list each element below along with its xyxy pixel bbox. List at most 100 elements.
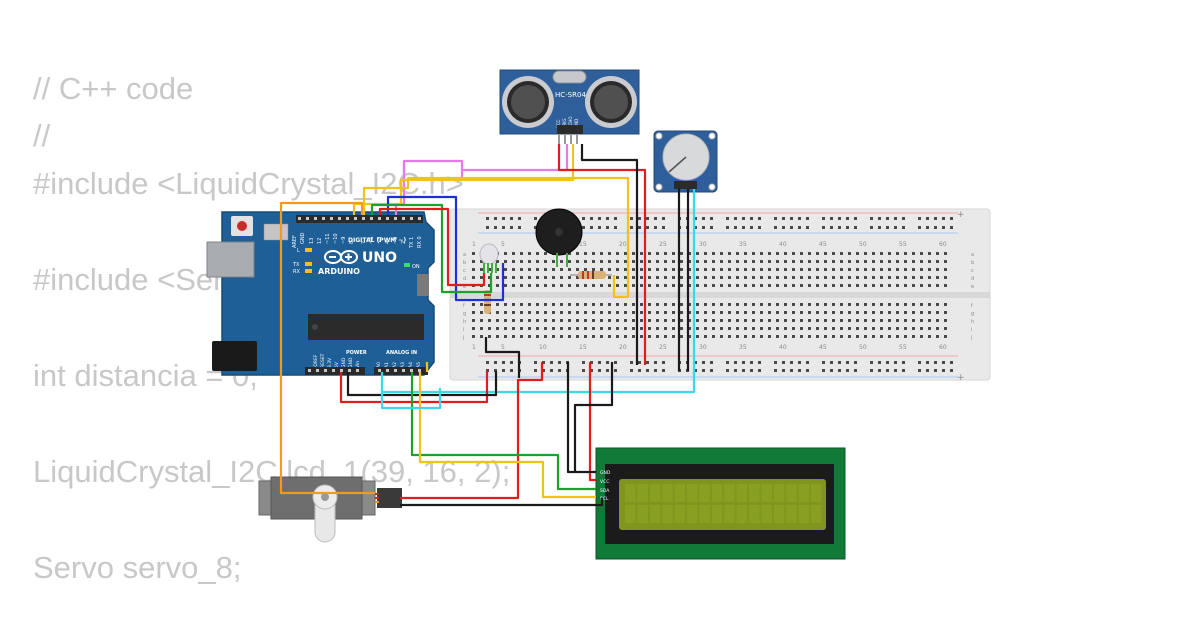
breadboard-hole[interactable]	[768, 303, 771, 306]
breadboard-hole[interactable]	[808, 276, 811, 279]
breadboard-hole[interactable]	[552, 335, 555, 338]
rail-hole[interactable]	[638, 217, 641, 220]
breadboard-hole[interactable]	[936, 284, 939, 287]
breadboard-hole[interactable]	[560, 327, 563, 330]
breadboard-hole[interactable]	[800, 335, 803, 338]
breadboard-hole[interactable]	[768, 335, 771, 338]
breadboard-hole[interactable]	[816, 252, 819, 255]
breadboard-hole[interactable]	[520, 276, 523, 279]
rail-hole[interactable]	[846, 226, 849, 229]
breadboard-hole[interactable]	[656, 327, 659, 330]
breadboard-hole[interactable]	[688, 276, 691, 279]
rail-hole[interactable]	[510, 217, 513, 220]
breadboard-hole[interactable]	[856, 260, 859, 263]
breadboard-hole[interactable]	[808, 311, 811, 314]
breadboard-hole[interactable]	[928, 335, 931, 338]
breadboard-hole[interactable]	[584, 268, 587, 271]
breadboard-hole[interactable]	[664, 311, 667, 314]
breadboard-hole[interactable]	[872, 319, 875, 322]
breadboard-hole[interactable]	[728, 284, 731, 287]
rail-hole[interactable]	[942, 369, 945, 372]
breadboard-hole[interactable]	[816, 303, 819, 306]
rail-hole[interactable]	[534, 226, 537, 229]
breadboard-hole[interactable]	[544, 260, 547, 263]
rail-hole[interactable]	[902, 217, 905, 220]
breadboard-hole[interactable]	[816, 319, 819, 322]
rail-hole[interactable]	[710, 226, 713, 229]
rail-hole[interactable]	[830, 361, 833, 364]
breadboard-hole[interactable]	[504, 311, 507, 314]
rail-hole[interactable]	[750, 226, 753, 229]
breadboard-hole[interactable]	[752, 276, 755, 279]
breadboard-hole[interactable]	[808, 260, 811, 263]
rail-hole[interactable]	[782, 217, 785, 220]
breadboard-hole[interactable]	[672, 319, 675, 322]
breadboard-hole[interactable]	[904, 303, 907, 306]
breadboard-hole[interactable]	[784, 268, 787, 271]
breadboard-hole[interactable]	[800, 276, 803, 279]
rail-hole[interactable]	[494, 361, 497, 364]
rail-hole[interactable]	[702, 369, 705, 372]
breadboard-hole[interactable]	[552, 260, 555, 263]
breadboard-hole[interactable]	[584, 319, 587, 322]
breadboard-hole[interactable]	[800, 319, 803, 322]
breadboard-hole[interactable]	[784, 260, 787, 263]
breadboard-hole[interactable]	[712, 303, 715, 306]
rail-hole[interactable]	[598, 226, 601, 229]
rail-hole[interactable]	[894, 226, 897, 229]
breadboard-hole[interactable]	[560, 276, 563, 279]
hc-sr04-pin-gnd[interactable]	[576, 134, 578, 144]
breadboard-hole[interactable]	[512, 303, 515, 306]
breadboard-hole[interactable]	[768, 284, 771, 287]
breadboard-hole[interactable]	[896, 260, 899, 263]
rail-hole[interactable]	[838, 361, 841, 364]
breadboard-hole[interactable]	[584, 311, 587, 314]
wire-yellow-buzzer[interactable]	[362, 176, 630, 299]
wire-cyan-a0[interactable]	[380, 388, 442, 410]
breadboard-hole[interactable]	[480, 260, 483, 263]
breadboard-hole[interactable]	[800, 303, 803, 306]
rail-hole[interactable]	[870, 217, 873, 220]
rail-hole[interactable]	[662, 369, 665, 372]
rail-hole[interactable]	[854, 226, 857, 229]
wire-orange-servo[interactable]	[279, 201, 375, 495]
rail-hole[interactable]	[638, 226, 641, 229]
breadboard-hole[interactable]	[784, 284, 787, 287]
breadboard-hole[interactable]	[888, 268, 891, 271]
breadboard-hole[interactable]	[488, 276, 491, 279]
breadboard-hole[interactable]	[776, 260, 779, 263]
breadboard-hole[interactable]	[608, 335, 611, 338]
breadboard-hole[interactable]	[896, 303, 899, 306]
breadboard-hole[interactable]	[760, 319, 763, 322]
rail-hole[interactable]	[742, 369, 745, 372]
breadboard-hole[interactable]	[680, 327, 683, 330]
breadboard-hole[interactable]	[680, 260, 683, 263]
breadboard-hole[interactable]	[696, 268, 699, 271]
breadboard-hole[interactable]	[936, 252, 939, 255]
breadboard-hole[interactable]	[856, 276, 859, 279]
breadboard-hole[interactable]	[944, 260, 947, 263]
breadboard-hole[interactable]	[856, 319, 859, 322]
rail-hole[interactable]	[726, 217, 729, 220]
rail-hole[interactable]	[486, 361, 489, 364]
breadboard-hole[interactable]	[632, 284, 635, 287]
breadboard-hole[interactable]	[528, 276, 531, 279]
rail-hole[interactable]	[886, 226, 889, 229]
breadboard-hole[interactable]	[480, 276, 483, 279]
breadboard-hole[interactable]	[696, 303, 699, 306]
breadboard-hole[interactable]	[472, 311, 475, 314]
wire-yellow-scl[interactable]	[418, 372, 596, 499]
digital-header-pin[interactable]	[418, 217, 421, 220]
breadboard-hole[interactable]	[864, 268, 867, 271]
breadboard-hole[interactable]	[496, 260, 499, 263]
breadboard-hole[interactable]	[528, 311, 531, 314]
breadboard-hole[interactable]	[680, 268, 683, 271]
digital-header-pin[interactable]	[314, 217, 317, 220]
breadboard-hole[interactable]	[736, 260, 739, 263]
rail-hole[interactable]	[694, 217, 697, 220]
rail-hole[interactable]	[510, 226, 513, 229]
breadboard-hole[interactable]	[688, 252, 691, 255]
breadboard-hole[interactable]	[728, 260, 731, 263]
breadboard-hole[interactable]	[784, 252, 787, 255]
digital-header-pin[interactable]	[330, 217, 333, 220]
